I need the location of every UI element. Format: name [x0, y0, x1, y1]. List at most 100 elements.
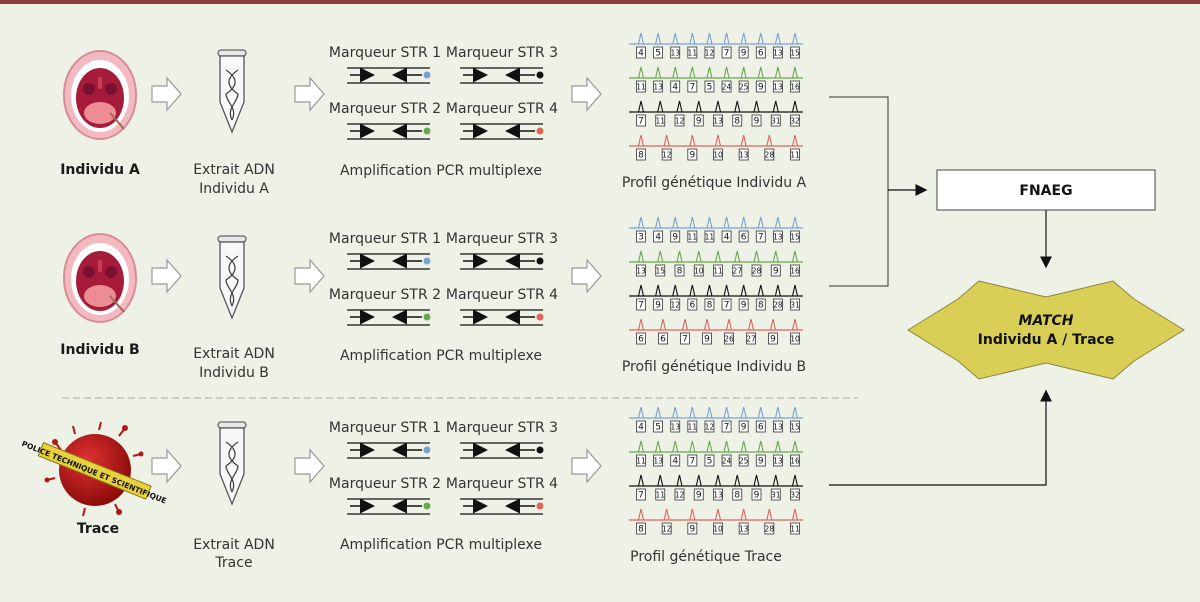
allele-label: 13 [713, 491, 723, 500]
allele-box [687, 148, 698, 161]
extract-label: Extrait ADN [193, 537, 275, 553]
allele-peak [695, 474, 702, 487]
allele-box [653, 454, 664, 467]
allele-label: 15 [790, 49, 800, 58]
allele-box [704, 420, 715, 433]
allele-label: 5 [655, 423, 661, 433]
allele-box [704, 80, 715, 93]
allele-peak [753, 100, 760, 113]
allele-label: 6 [758, 423, 764, 433]
allele-box [755, 298, 766, 311]
allele-label: 8 [734, 117, 740, 127]
allele-peak [740, 32, 747, 45]
allele-peak [681, 318, 689, 331]
allele-box [790, 46, 800, 59]
allele-box [653, 80, 664, 93]
allele-box [636, 264, 646, 277]
flow-arrow-icon [571, 76, 602, 112]
allele-peak [637, 440, 645, 453]
allele-label: 10 [790, 335, 800, 344]
allele-box [721, 230, 732, 243]
allele-box [790, 230, 800, 243]
allele-peak [714, 250, 722, 263]
allele-box [721, 454, 732, 467]
source-label: Individu A [60, 162, 140, 178]
extract-label: Individu A [199, 181, 269, 197]
allele-peak [672, 440, 679, 453]
allele-box [636, 80, 646, 93]
allele-peak [714, 474, 722, 487]
match-sub-label: Individu A / Trace [978, 332, 1115, 348]
allele-label: 7 [758, 233, 764, 243]
allele-peak [723, 66, 730, 79]
primer-pair: Marqueur STR 3 [446, 231, 558, 270]
allele-peak [672, 284, 679, 297]
marker-label: Marqueur STR 4 [446, 287, 558, 303]
allele-box [721, 80, 732, 93]
allele-peak [791, 250, 799, 263]
allele-peak [637, 406, 645, 419]
allele-label: 13 [636, 267, 646, 276]
allele-box [702, 332, 712, 345]
allele-peak [637, 66, 645, 79]
flow-arrow-icon [151, 76, 182, 112]
allele-label: 7 [682, 335, 688, 345]
row-individu-b: Individu B Extrait ADN Individu B Marque… [60, 216, 806, 381]
flow-arrow-icon [151, 448, 182, 484]
marker-label: Marqueur STR 1 [329, 45, 441, 61]
profile-label: Profil génétique Individu B [622, 359, 806, 375]
allele-box [755, 454, 766, 467]
allele-peak [706, 440, 713, 453]
allele-box [721, 420, 732, 433]
allele-box [693, 264, 704, 277]
allele-peak [655, 440, 662, 453]
allele-box [790, 420, 800, 433]
allele-label: 9 [689, 151, 695, 161]
allele-box [658, 332, 668, 345]
row-trace: POLICE TECHNIQUE ET SCIENTIFIQUE Trace E… [20, 406, 803, 571]
allele-box [746, 332, 756, 345]
allele-peak [723, 440, 730, 453]
allele-label: 13 [670, 49, 680, 58]
allele-box [653, 230, 664, 243]
allele-label: 9 [696, 491, 702, 501]
allele-box [764, 522, 775, 535]
allele-label: 11 [790, 525, 800, 534]
marker-label: Marqueur STR 2 [329, 101, 441, 117]
flow-arrow-icon [571, 258, 602, 294]
match-label: MATCH [1019, 313, 1074, 329]
allele-label: 4 [672, 83, 678, 93]
extract-label: Extrait ADN [193, 346, 275, 362]
allele-box [768, 332, 778, 345]
allele-box [636, 488, 646, 501]
allele-peak [774, 32, 781, 45]
allele-peak [766, 134, 773, 147]
marker-label: Marqueur STR 1 [329, 420, 441, 436]
allele-label: 24 [722, 457, 732, 466]
allele-peak [706, 32, 713, 45]
allele-box [790, 148, 800, 161]
allele-label: 9 [754, 491, 760, 501]
allele-box [636, 230, 646, 243]
dna-tube-icon [217, 235, 247, 320]
allele-box [636, 454, 646, 467]
allele-label: 7 [724, 301, 730, 311]
allele-box [738, 46, 749, 59]
allele-peak [657, 100, 664, 113]
allele-label: 24 [722, 83, 732, 92]
allele-box [732, 114, 743, 127]
allele-box [738, 454, 749, 467]
allele-peak [725, 318, 733, 331]
allele-label: 4 [724, 233, 730, 243]
allele-box [755, 80, 766, 93]
allele-label: 7 [724, 423, 730, 433]
allele-label: 28 [765, 525, 775, 534]
allele-label: 28 [752, 267, 762, 276]
allele-peak [672, 66, 679, 79]
allele-label: 9 [741, 423, 747, 433]
allele-box [687, 454, 698, 467]
allele-label: 4 [655, 233, 661, 243]
allele-peak [774, 216, 781, 229]
allele-box [636, 148, 646, 161]
